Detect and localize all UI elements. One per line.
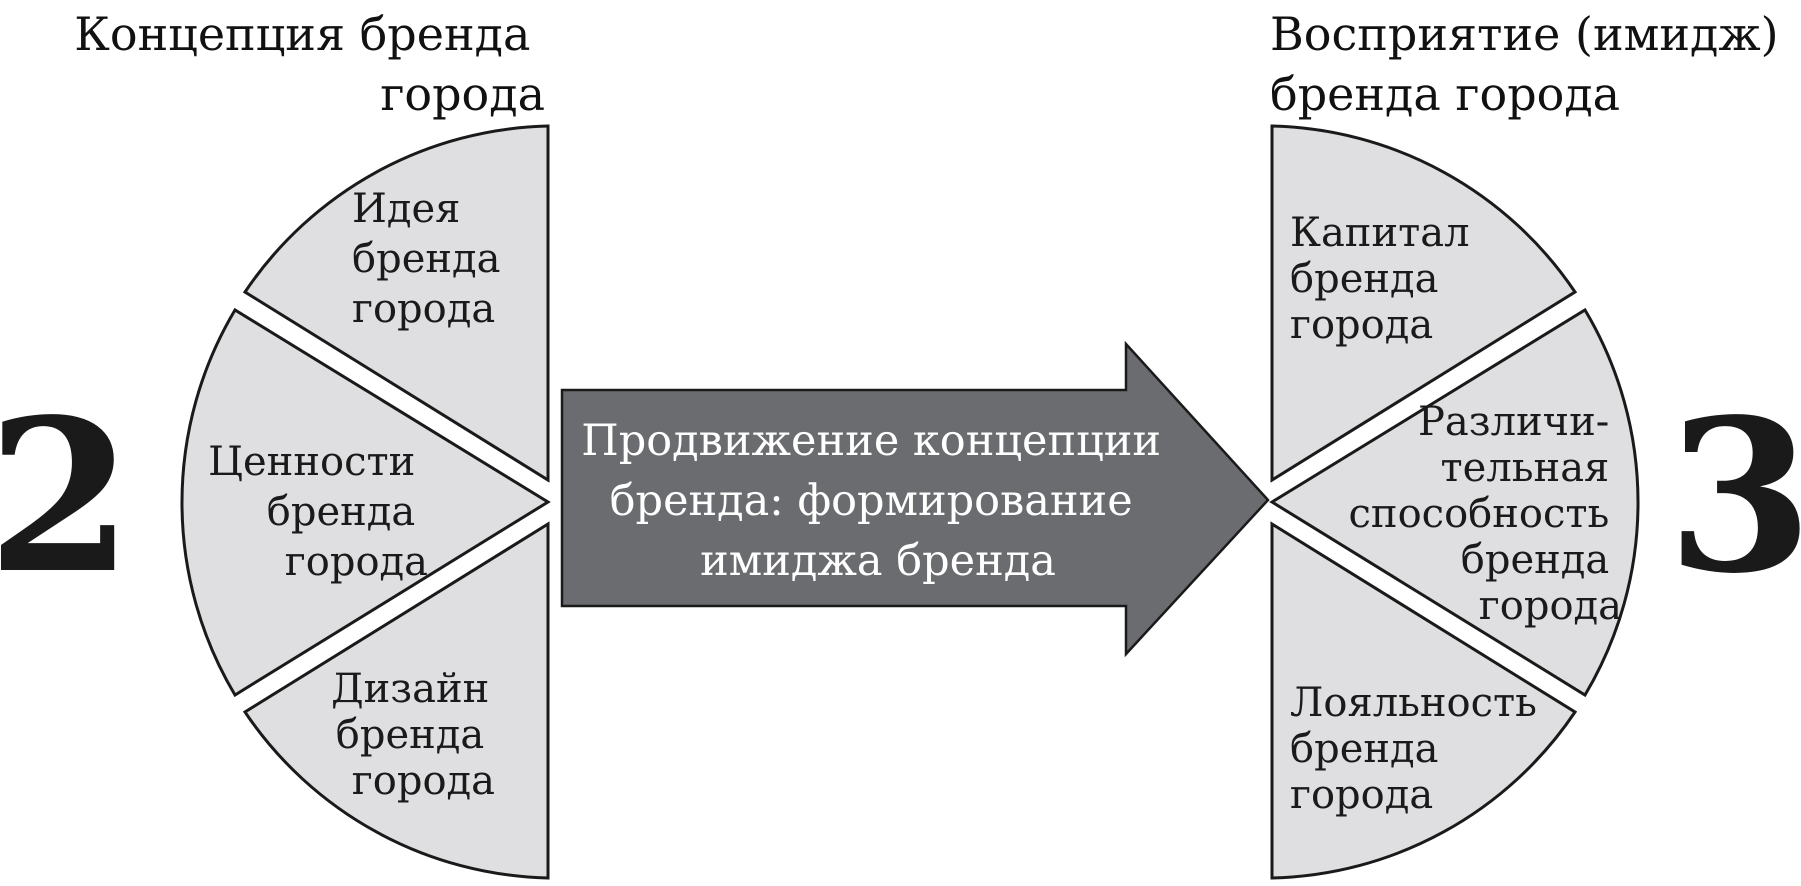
right-title-line-2: бренда города <box>1270 67 1620 121</box>
promotion-arrow-label: Продвижение концепции бренда: формирован… <box>581 416 1175 586</box>
left-segment-idea-label: Идея бренда города <box>352 186 513 332</box>
right-segment-loyalty <box>1270 521 1578 880</box>
right-segment-distinctiveness <box>1269 307 1640 698</box>
right-title-line-1: Восприятие (имидж) <box>1270 7 1779 61</box>
right-segment-loyalty-label: Лояльность бренда города <box>1290 680 1550 818</box>
left-segment-values <box>180 307 551 698</box>
left-number: 2 <box>0 373 133 620</box>
right-title: Восприятие (имидж) бренда города <box>1270 7 1793 121</box>
left-semicircle <box>180 124 551 880</box>
right-semicircle <box>1269 124 1640 880</box>
left-title-line-1: Концепция бренда <box>74 7 530 61</box>
left-segment-idea <box>242 124 550 483</box>
right-segment-capital-label: Капитал бренда города <box>1290 210 1482 348</box>
left-segment-values-label: Ценности бренда города <box>208 439 428 585</box>
left-title-line-2: города <box>380 67 545 121</box>
promotion-arrow <box>560 340 1270 658</box>
right-segment-distinctiveness-label: Различи- тельная способность бренда горо… <box>1349 399 1622 629</box>
left-segment-design-label: Дизайн бренда города <box>331 666 502 804</box>
left-title: Концепция бренда города <box>74 7 545 121</box>
right-number: 3 <box>1667 373 1801 620</box>
left-segment-design <box>242 521 550 880</box>
right-segment-capital <box>1270 124 1578 483</box>
